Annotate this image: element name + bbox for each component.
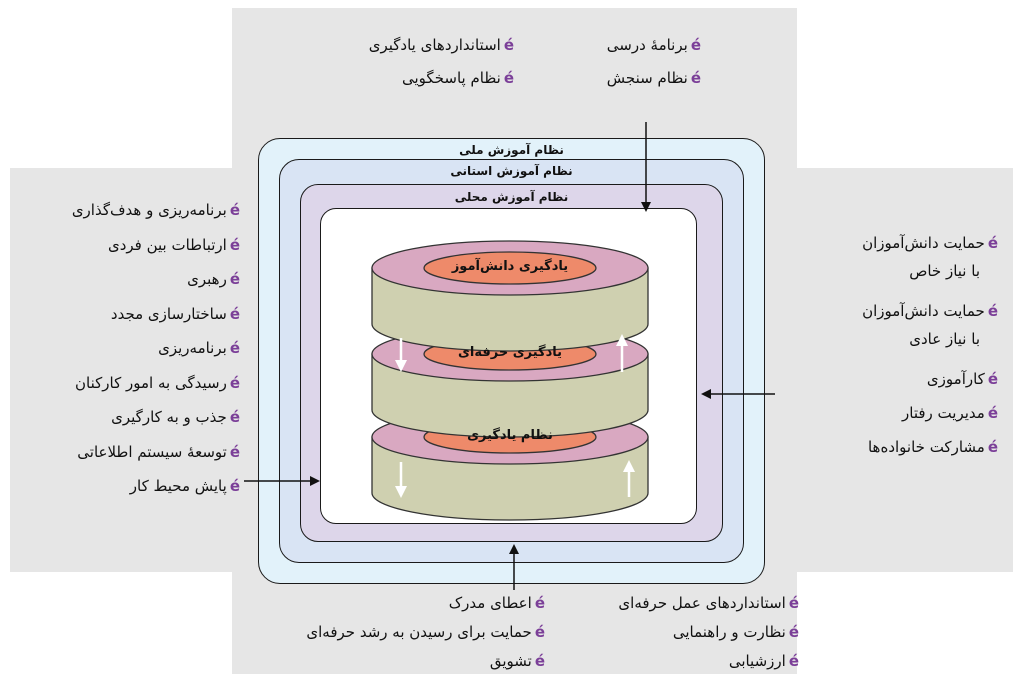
list-item: éبرنامهٔ درسی bbox=[606, 36, 701, 54]
top-left-list: éاستانداردهای یادگیری éنظام پاسخگویی bbox=[369, 38, 514, 86]
right-list: éحمایت دانش‌آموزان با نیاز خاص éحمایت دا… bbox=[862, 236, 998, 455]
list-item: éجذب و به کارگیری bbox=[111, 408, 240, 426]
top-right-list: éبرنامهٔ درسی éنظام سنجش bbox=[607, 38, 701, 86]
learning-core-box bbox=[320, 208, 697, 524]
bullet-icon: é bbox=[229, 201, 240, 219]
bullet-icon: é bbox=[503, 36, 514, 54]
list-item: éساختارسازی مجدد bbox=[110, 304, 240, 323]
bullet-icon: é bbox=[987, 302, 998, 320]
bullet-icon: é bbox=[987, 234, 998, 252]
list-item: éارتباطات بین فردی bbox=[107, 235, 240, 254]
bullet-icon: é bbox=[229, 235, 240, 254]
bullet-icon: é bbox=[229, 270, 240, 288]
bottom-left-list: éاعطای مدرک éحمایت برای رسیدن به رشد حرف… bbox=[306, 596, 545, 669]
layer-label-learning-system: نظام یادگیری bbox=[467, 428, 553, 443]
list-item: éتوسعهٔ سیستم اطلاعاتی bbox=[77, 442, 240, 461]
bullet-icon: é bbox=[690, 69, 701, 87]
bullet-icon: é bbox=[229, 373, 240, 392]
bullet-icon: é bbox=[534, 594, 545, 612]
bullet-icon: é bbox=[987, 404, 998, 422]
list-item: éکارآموزی bbox=[926, 370, 998, 388]
bullet-icon: é bbox=[788, 652, 799, 670]
bullet-icon: é bbox=[229, 408, 240, 426]
bullet-icon: é bbox=[229, 339, 240, 357]
list-item: éپایش محیط کار bbox=[129, 477, 240, 495]
bullet-icon: é bbox=[229, 477, 240, 495]
list-item: éحمایت دانش‌آموزان با نیاز خاص bbox=[862, 234, 998, 280]
list-item: éرهبری bbox=[187, 270, 240, 288]
bullet-icon: é bbox=[534, 623, 545, 641]
bullet-icon: é bbox=[788, 623, 799, 641]
left-list: éبرنامه‌ریزی و هدف‌گذاری éارتباطات بین ف… bbox=[72, 203, 240, 494]
list-item: éاستانداردهای عمل حرفه‌ای bbox=[618, 594, 799, 612]
bullet-icon: é bbox=[987, 438, 998, 456]
bullet-icon: é bbox=[987, 370, 998, 388]
list-item: éتشویق bbox=[489, 652, 545, 670]
bullet-icon: é bbox=[503, 69, 514, 87]
bullet-icon: é bbox=[229, 442, 240, 461]
bullet-icon: é bbox=[788, 594, 799, 612]
bullet-icon: é bbox=[690, 36, 701, 54]
layer-label-student-learning: یادگیری دانش‌آموز bbox=[451, 259, 569, 274]
list-item: éبرنامه‌ریزی و هدف‌گذاری bbox=[71, 201, 240, 219]
list-item: éحمایت برای رسیدن به رشد حرفه‌ای bbox=[306, 623, 545, 641]
provincial-system-title: نظام آموزش استانی bbox=[450, 164, 573, 178]
list-item: éاستانداردهای یادگیری bbox=[368, 36, 514, 54]
bullet-icon: é bbox=[229, 304, 240, 323]
list-item: éاعطای مدرک bbox=[448, 594, 545, 612]
national-system-title: نظام آموزش ملی bbox=[459, 143, 564, 157]
list-item: éنظام سنجش bbox=[606, 69, 701, 87]
bullet-icon: é bbox=[534, 652, 545, 670]
list-item: éمشارکت خانواده‌ها bbox=[867, 438, 998, 456]
list-item: éرسیدگی به امور کارکنان bbox=[75, 373, 240, 392]
local-system-title: نظام آموزش محلی bbox=[454, 190, 569, 204]
list-item: éنظام پاسخگویی bbox=[402, 69, 514, 87]
bottom-right-list: éاستانداردهای عمل حرفه‌ای éنظارت و راهنم… bbox=[618, 596, 799, 669]
list-item: éنظارت و راهنمایی bbox=[672, 623, 799, 641]
list-item: éمدیریت رفتار bbox=[902, 404, 998, 422]
list-item: éارزشیابی bbox=[728, 652, 799, 670]
list-item: éحمایت دانش‌آموزان با نیاز عادی bbox=[862, 302, 998, 348]
list-item: éبرنامه‌ریزی bbox=[158, 339, 240, 357]
layer-label-professional-learning: یادگیری حرفه‌ای bbox=[457, 345, 563, 360]
